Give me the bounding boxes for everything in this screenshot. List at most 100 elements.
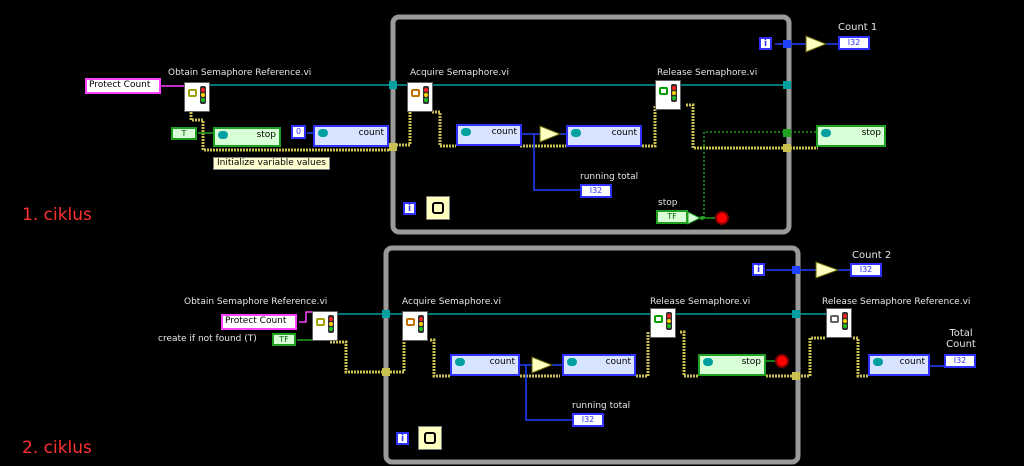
- obtain-semaphore-label: Obtain Semaphore Reference.vi: [168, 68, 312, 78]
- increment-icon: [531, 356, 554, 374]
- count-read-node-3[interactable]: count: [868, 354, 930, 376]
- count-read-node[interactable]: count: [456, 124, 522, 146]
- traffic-light-icon: [423, 86, 429, 104]
- while-loop-2-frame: [383, 245, 801, 465]
- running-total-label-2: running total: [572, 401, 631, 411]
- protect-count-control-2[interactable]: Protect Count: [221, 314, 297, 330]
- running-total-label: running total: [580, 172, 639, 182]
- wait-node-2: [418, 426, 442, 450]
- stop-read-node[interactable]: stop: [816, 125, 886, 147]
- wire-error: [798, 336, 826, 378]
- stop-write-node-2[interactable]: stop: [698, 354, 766, 376]
- wire-error: [430, 338, 450, 378]
- tunnel: [783, 129, 791, 137]
- total-count-label: Total Count: [946, 328, 976, 350]
- property-icon: [571, 129, 581, 137]
- wire-num: [533, 134, 580, 191]
- protect-count-control[interactable]: Protect Count: [85, 78, 161, 94]
- wire-bool: [703, 131, 816, 218]
- create-true-constant[interactable]: TF: [272, 333, 296, 346]
- count1-label: Count 1: [838, 22, 878, 33]
- semaphore-ref-icon: [830, 315, 839, 323]
- release-semaphore-label: Release Semaphore.vi: [657, 68, 758, 78]
- traffic-light-icon: [842, 312, 848, 330]
- true-constant[interactable]: T: [171, 127, 197, 140]
- property-icon: [567, 358, 577, 366]
- cycle-2-label: 2. ciklus: [22, 438, 92, 458]
- tunnel: [382, 368, 390, 376]
- obtain-semaphore-node-2[interactable]: [312, 311, 338, 341]
- lock-icon: [406, 318, 415, 326]
- running-total-indicator-2: I32: [572, 413, 604, 427]
- count-property-label: count: [489, 357, 515, 367]
- property-icon: [873, 358, 883, 366]
- wire-error: [686, 103, 786, 150]
- wire-error: [642, 105, 657, 148]
- increment-icon: [539, 125, 562, 143]
- clock-icon: [432, 202, 444, 214]
- count2-indicator: I32: [850, 263, 882, 277]
- wire-error: [396, 112, 412, 147]
- property-icon: [318, 129, 328, 137]
- unlock-icon: [659, 87, 668, 95]
- stop-control[interactable]: TF: [656, 210, 688, 224]
- count-read-node-2[interactable]: count: [450, 354, 520, 376]
- release-semaphore-node-2[interactable]: [650, 308, 676, 338]
- traffic-light-icon: [328, 315, 334, 333]
- count1-indicator: I32: [838, 36, 870, 50]
- running-total-indicator: I32: [580, 184, 612, 198]
- increment-icon: [815, 261, 840, 279]
- tunnel: [389, 81, 397, 89]
- zero-constant[interactable]: 0: [291, 125, 306, 139]
- tunnel: [792, 266, 800, 274]
- wire-num: [525, 365, 572, 421]
- wire-error: [636, 332, 650, 378]
- acquire-semaphore-label-2: Acquire Semaphore.vi: [402, 297, 501, 307]
- traffic-light-icon: [671, 84, 677, 102]
- loop1-iteration-terminal: i: [759, 37, 772, 50]
- acquire-semaphore-label: Acquire Semaphore.vi: [410, 68, 509, 78]
- total-count-indicator: I32: [944, 354, 976, 368]
- count-property-label: count: [611, 128, 637, 138]
- clock-icon: [424, 432, 436, 444]
- property-icon: [218, 131, 228, 139]
- loop2-i-terminal: i: [396, 432, 409, 445]
- property-icon: [455, 358, 465, 366]
- traffic-light-icon: [666, 312, 672, 330]
- acquire-semaphore-node[interactable]: [407, 82, 433, 112]
- obtain-semaphore-node[interactable]: [184, 82, 210, 112]
- lock-icon: [316, 318, 325, 326]
- wire-error: [330, 340, 383, 374]
- lock-icon: [411, 89, 420, 97]
- tunnel: [783, 81, 791, 89]
- not-icon: [687, 211, 702, 225]
- release-semaphore-reference-label: Release Semaphore Reference.vi: [822, 297, 971, 307]
- wire-ref: [299, 311, 312, 323]
- property-icon: [821, 129, 831, 137]
- cycle-1-label: 1. ciklus: [22, 205, 92, 225]
- wire-error: [853, 336, 868, 378]
- unlock-icon: [654, 315, 663, 323]
- count-property-label: count: [358, 128, 384, 138]
- stop-label: stop: [658, 198, 678, 208]
- count-write-node[interactable]: count: [566, 125, 642, 147]
- wire-error: [680, 330, 698, 378]
- acquire-semaphore-node-2[interactable]: [402, 311, 428, 341]
- increment-icon: [805, 35, 828, 53]
- count-property-label: count: [491, 127, 517, 137]
- release-semaphore-node[interactable]: [655, 80, 681, 110]
- stop-terminal-icon: [715, 211, 729, 225]
- tunnel: [783, 144, 791, 152]
- wire-error: [390, 340, 406, 374]
- release-semaphore-reference-node[interactable]: [826, 308, 852, 338]
- stop-property-node[interactable]: stop: [213, 127, 281, 147]
- tunnel: [783, 40, 791, 48]
- count-property-label: count: [605, 357, 631, 367]
- count-write-node-2[interactable]: count: [562, 354, 636, 376]
- count-property-node[interactable]: count: [313, 125, 389, 147]
- count2-label: Count 2: [852, 250, 892, 261]
- property-icon: [703, 358, 713, 366]
- stop-property-label: stop: [741, 357, 761, 367]
- tunnel: [792, 310, 800, 318]
- traffic-light-icon: [418, 315, 424, 333]
